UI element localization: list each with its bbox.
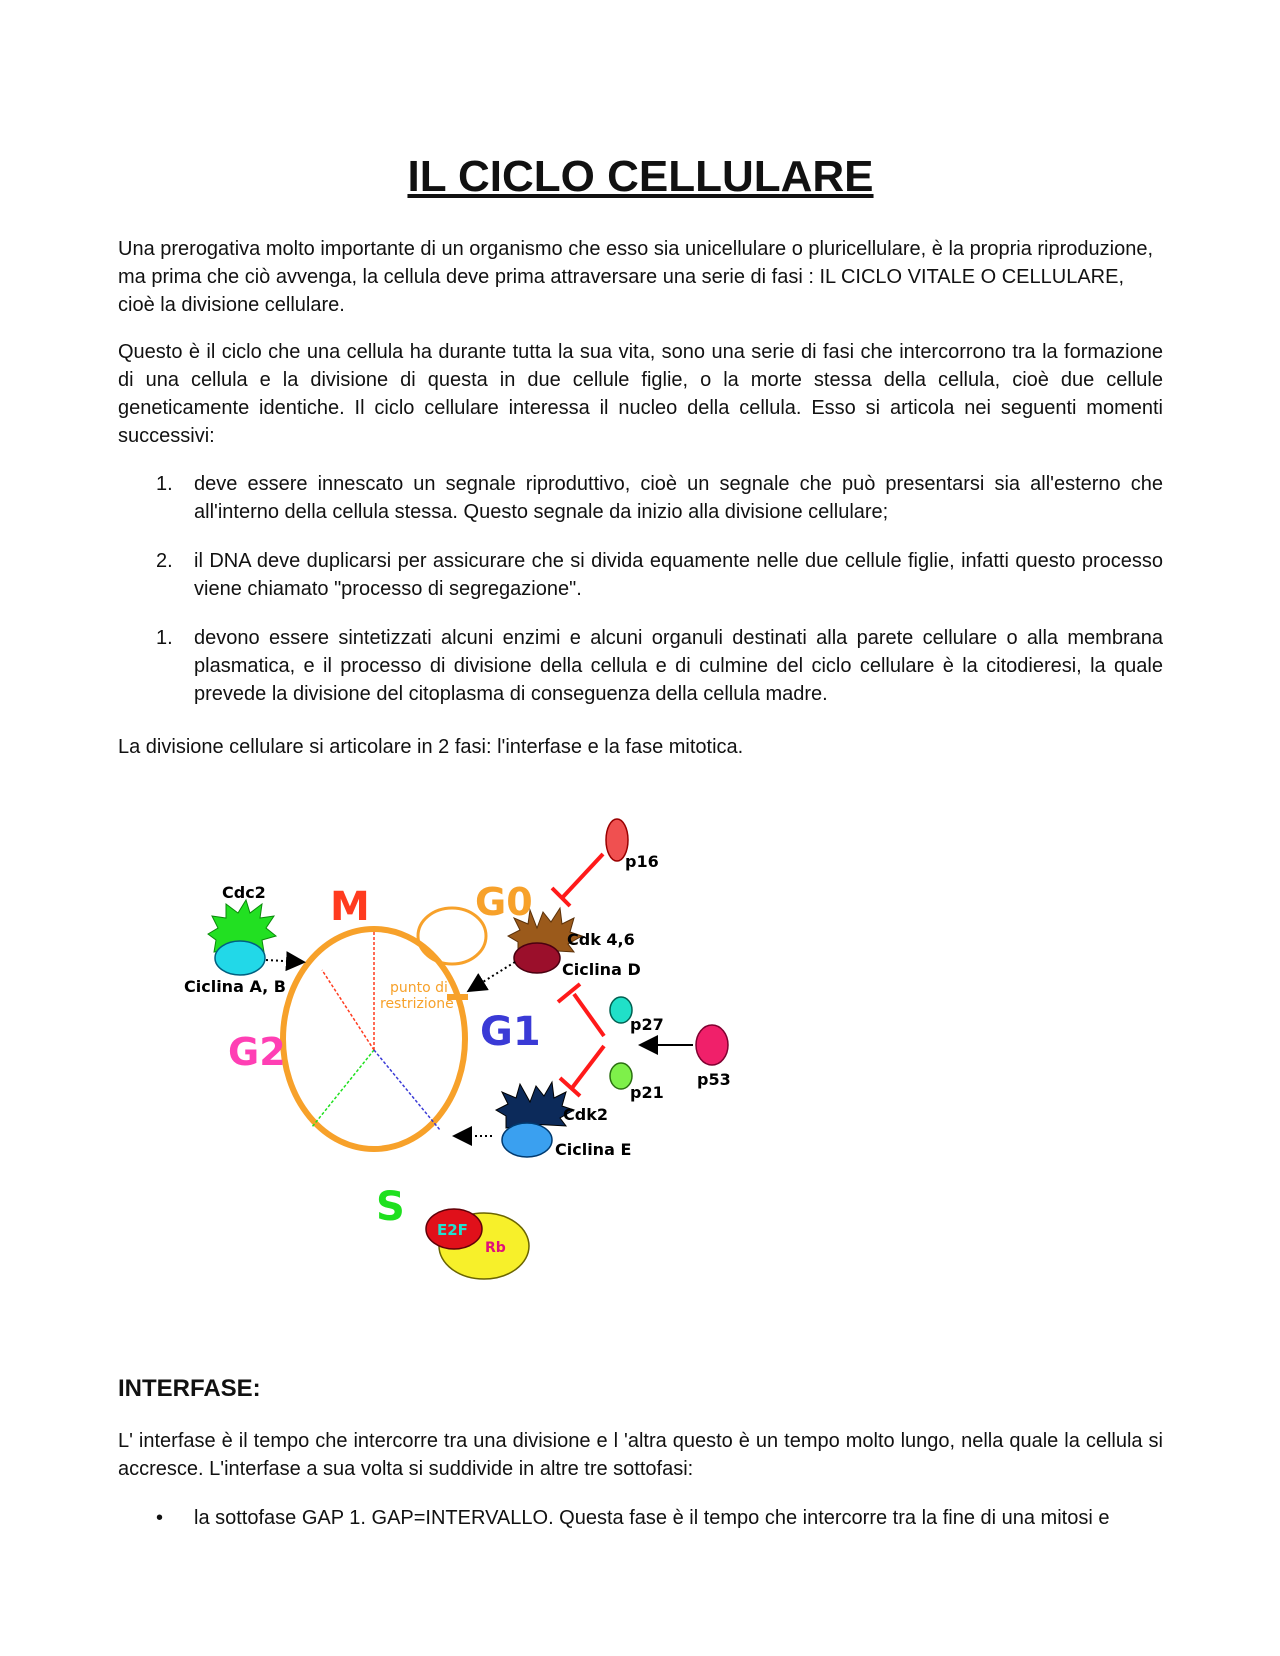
restriction-point-label: punto di bbox=[390, 980, 448, 996]
sector-line-g1 bbox=[373, 1049, 441, 1131]
p53-icon bbox=[695, 1024, 729, 1066]
inhibit-bar-upper bbox=[556, 982, 582, 1004]
p16-icon bbox=[605, 818, 629, 862]
list-number: 1. bbox=[156, 627, 173, 649]
p16-label: p16 bbox=[625, 852, 659, 871]
e2f-label: E2F bbox=[437, 1221, 468, 1239]
sector-line-s bbox=[311, 1049, 375, 1128]
g0-circle bbox=[416, 906, 488, 966]
p27-label: p27 bbox=[630, 1015, 664, 1034]
intro-paragraph: Una prerogativa molto importante di un o… bbox=[118, 238, 1153, 316]
inhibit-line-lower bbox=[570, 1044, 606, 1090]
p16-inhibit-bar bbox=[550, 886, 572, 908]
list-number: 2. bbox=[156, 550, 173, 572]
bullet-dot-icon: • bbox=[156, 1507, 164, 1529]
ciclina-d-label: Ciclina D bbox=[562, 960, 641, 979]
cdc2-label: Cdc2 bbox=[222, 883, 266, 902]
inhibit-bar-lower bbox=[558, 1076, 582, 1098]
list-text: devono essere sintetizzati alcuni enzimi… bbox=[194, 627, 1163, 705]
phase-g0-label: G0 bbox=[475, 880, 533, 924]
interfase-heading: INTERFASE: bbox=[118, 1375, 261, 1402]
restriction-point-label-2: restrizione bbox=[380, 996, 454, 1012]
list-number: 1. bbox=[156, 473, 173, 495]
phase-s-label: S bbox=[376, 1184, 405, 1230]
cdk46-star-icon bbox=[506, 906, 584, 955]
arrow-to-m bbox=[265, 951, 306, 972]
arrow-to-restriction bbox=[466, 961, 516, 993]
phases-sentence: La divisione cellulare si articolare in … bbox=[118, 736, 744, 758]
p16-inhibit-line bbox=[560, 852, 605, 900]
cdk2-label: Cdk2 bbox=[563, 1105, 608, 1124]
ciclina-e-label: Ciclina E bbox=[555, 1140, 631, 1159]
p21-icon bbox=[609, 1062, 633, 1090]
phase-g1-label: G1 bbox=[480, 1009, 541, 1055]
cdk2-star-icon bbox=[494, 1080, 576, 1129]
sector-line-g2 bbox=[321, 969, 375, 1051]
p21-label: p21 bbox=[630, 1083, 664, 1102]
bullet-text: la sottofase GAP 1. GAP=INTERVALLO. Ques… bbox=[194, 1507, 1110, 1529]
list-text: deve essere innescato un segnale riprodu… bbox=[194, 473, 1163, 523]
ciclina-ab-label: Ciclina A, B bbox=[184, 977, 286, 996]
ciclina-e-icon bbox=[501, 1122, 553, 1158]
phase-m-label: M bbox=[330, 884, 370, 930]
ciclina-ab-icon bbox=[214, 940, 266, 976]
p27-icon bbox=[609, 996, 633, 1024]
cell-cycle-ellipse bbox=[280, 926, 468, 1152]
e2f-icon bbox=[425, 1208, 483, 1250]
second-paragraph: Questo è il ciclo che una cellula ha dur… bbox=[118, 341, 1163, 447]
rb-label: Rb bbox=[485, 1240, 506, 1256]
p53-label: p53 bbox=[697, 1070, 731, 1089]
page-title: IL CICLO CELLULARE bbox=[407, 152, 874, 201]
inhibit-line-upper bbox=[572, 992, 606, 1038]
phase-g2-label: G2 bbox=[228, 1030, 286, 1074]
list-text: il DNA deve duplicarsi per assicurare ch… bbox=[194, 550, 1163, 600]
interfase-paragraph: L' interfase è il tempo che intercorre t… bbox=[118, 1430, 1163, 1480]
ciclina-d-icon bbox=[513, 942, 561, 974]
cdk46-label: Cdk 4,6 bbox=[567, 930, 635, 949]
